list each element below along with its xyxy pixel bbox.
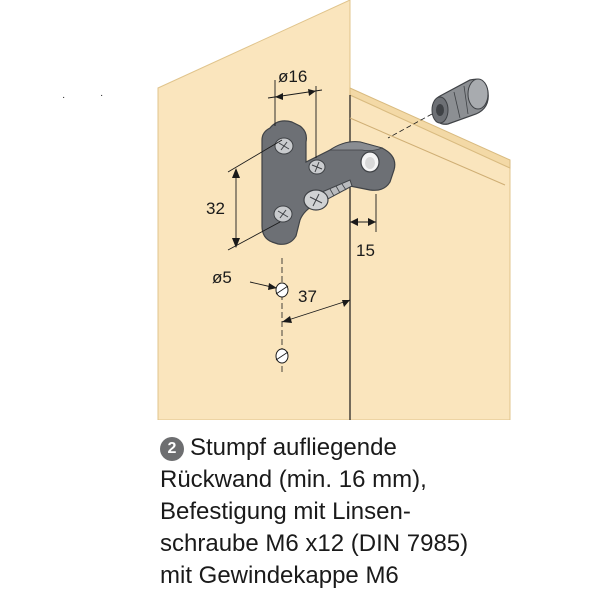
screw-head-bottom xyxy=(273,205,293,223)
caption-line-2: Rückwand (min. 16 mm), xyxy=(160,466,427,493)
caption-text-1: Stumpf aufliegende xyxy=(190,434,397,461)
assembly-drawing: ø16 32 15 ø5 37 · · xyxy=(62,0,511,420)
dim-label-hole-offset: 15 xyxy=(356,241,375,260)
threaded-cap xyxy=(431,78,489,125)
step-number-badge: 2 xyxy=(160,437,184,461)
stray-mark: · xyxy=(100,90,103,101)
bracket-fitting xyxy=(261,120,396,245)
caption-line-5: mit Gewindekappe M6 xyxy=(160,562,399,589)
dim-label-edge-distance: 37 xyxy=(298,287,317,306)
dim-bracket-width: ø16 xyxy=(267,67,323,158)
dim-bracket-height: 32 xyxy=(206,139,283,251)
screw-head-top xyxy=(274,137,294,155)
back-panel-top-edge xyxy=(349,87,511,169)
side-panel xyxy=(157,0,351,420)
screw-head-middle xyxy=(308,159,326,175)
dim-label-bracket-width: ø16 xyxy=(278,67,307,86)
caption-line-3: Befestigung mit Linsen- xyxy=(160,498,411,525)
dim-label-bracket-height: 32 xyxy=(206,199,225,218)
stray-mark: · xyxy=(62,92,65,103)
lens-head-screw xyxy=(303,179,353,211)
cap-assembly-line xyxy=(387,113,433,139)
dim-edge-distance: 37 xyxy=(281,287,351,323)
back-panel-edge-line xyxy=(349,117,506,186)
caption-line-4: schraube M6 x12 (DIN 7985) xyxy=(160,530,469,557)
dim-hole-offset: 15 xyxy=(350,194,377,260)
dim-label-hole-diameter: ø5 xyxy=(212,268,232,287)
